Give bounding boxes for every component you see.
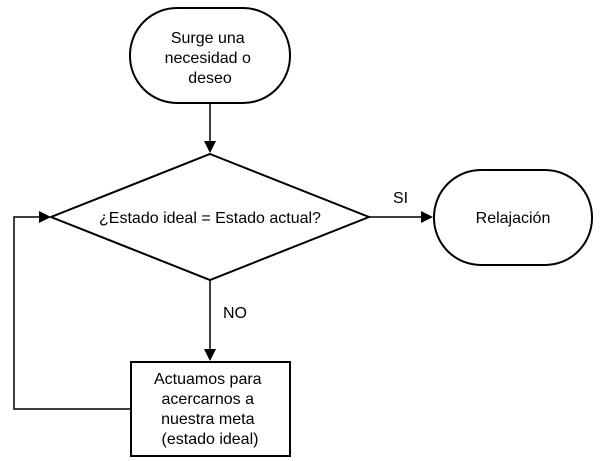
decision-diamond-shape bbox=[48, 152, 372, 282]
relaxation-text-line: Relajación bbox=[476, 210, 551, 227]
edge-label-si: SI bbox=[393, 190, 408, 207]
decision-text-line: ¿Estado ideal = Estado actual? bbox=[99, 210, 321, 227]
action-rectangle-shape bbox=[130, 361, 291, 457]
start-terminator-shape bbox=[129, 7, 291, 104]
relaxation-terminator-shape bbox=[433, 169, 593, 266]
start-text-line: deseo bbox=[188, 70, 232, 87]
start-text-line: necesidad o bbox=[165, 50, 251, 67]
node-start: Surge una necesidad o deseo bbox=[129, 7, 291, 104]
action-text-line: Actuamos para bbox=[154, 371, 262, 388]
node-relaxation: Relajación bbox=[433, 169, 593, 266]
relaxation-text: Relajación bbox=[476, 210, 551, 227]
connector-action-loop-back bbox=[13, 211, 131, 410]
connector-decision-to-relaxation bbox=[369, 211, 433, 223]
start-text: Surge una necesidad o deseo bbox=[165, 30, 256, 87]
connector-decision-to-action bbox=[204, 280, 216, 361]
action-text: Actuamos para acercarnos a nuestra meta … bbox=[154, 371, 266, 448]
node-action: Actuamos para acercarnos a nuestra meta … bbox=[130, 361, 291, 457]
connector-start-to-decision bbox=[204, 103, 216, 153]
decision-text: ¿Estado ideal = Estado actual? bbox=[99, 210, 321, 227]
start-text-line: Surge una bbox=[171, 30, 245, 47]
action-text-line: acercarnos a bbox=[162, 391, 255, 408]
edge-label-no: NO bbox=[223, 305, 247, 322]
action-text-line: (estado ideal) bbox=[162, 431, 259, 448]
node-decision: ¿Estado ideal = Estado actual? bbox=[48, 152, 372, 282]
action-text-line: nuestra meta bbox=[161, 411, 254, 428]
